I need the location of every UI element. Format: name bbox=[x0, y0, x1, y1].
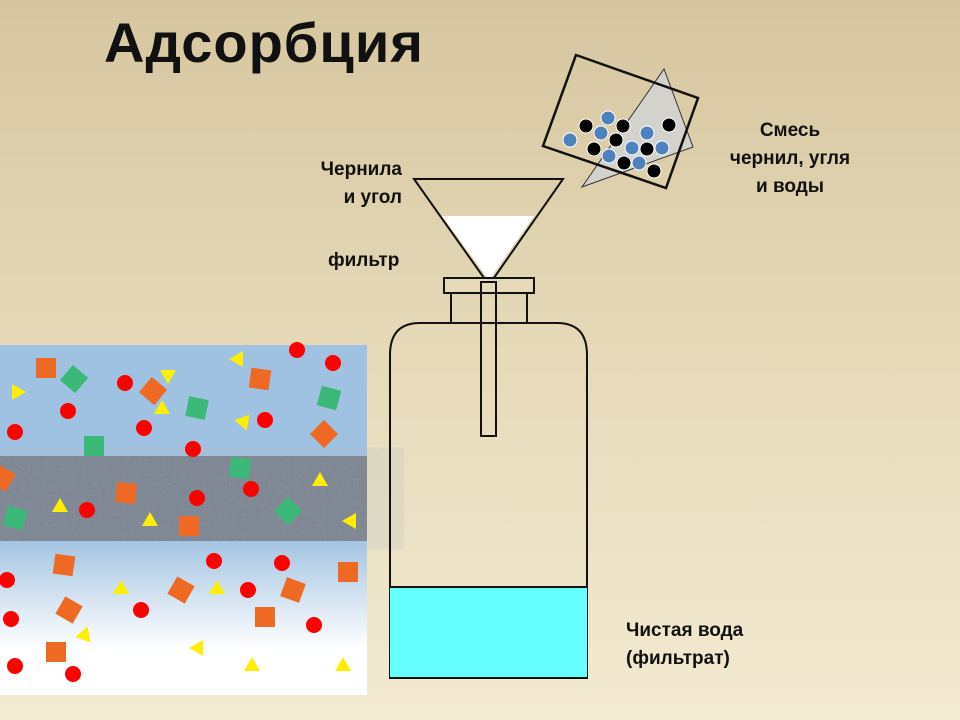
red-particle bbox=[289, 342, 305, 358]
yellow-particle bbox=[312, 472, 328, 486]
layers-panel bbox=[0, 342, 367, 695]
yellow-particle bbox=[160, 370, 176, 384]
red-particle bbox=[7, 658, 23, 674]
yellow-particle bbox=[113, 580, 129, 594]
ink-particle bbox=[654, 140, 670, 156]
square-particle bbox=[84, 436, 104, 456]
red-particle bbox=[133, 602, 149, 618]
mixture-box bbox=[541, 53, 700, 190]
yellow-particle bbox=[229, 351, 243, 367]
coal-particle bbox=[616, 155, 632, 171]
label-line: Смесь bbox=[759, 120, 821, 141]
red-particle bbox=[240, 582, 256, 598]
square-particle bbox=[280, 577, 306, 603]
yellow-particle bbox=[244, 657, 260, 671]
red-particle bbox=[136, 420, 152, 436]
ink-particle bbox=[639, 125, 655, 141]
label-ink-and-coal: Чернила и угол bbox=[302, 156, 402, 212]
square-particle bbox=[52, 553, 76, 577]
label-mixture: Смесь чернил, угля и воды bbox=[705, 117, 875, 201]
label-filter: фильтр bbox=[328, 250, 400, 271]
ink-particle bbox=[562, 132, 578, 148]
coal-particle bbox=[639, 141, 655, 157]
label-line: Чернила bbox=[320, 159, 402, 180]
ink-particle bbox=[631, 155, 647, 171]
coal-particle bbox=[608, 132, 624, 148]
coal-particle bbox=[615, 118, 631, 134]
coal-particle bbox=[646, 163, 662, 179]
square-particle bbox=[36, 358, 56, 378]
square-particle bbox=[167, 576, 195, 604]
yellow-particle bbox=[75, 626, 91, 643]
square-particle bbox=[273, 496, 303, 526]
ink-particle bbox=[600, 110, 616, 126]
square-particle bbox=[55, 596, 83, 624]
mixture-frame bbox=[541, 53, 700, 190]
red-particle bbox=[7, 424, 23, 440]
red-particle bbox=[206, 553, 222, 569]
yellow-particle bbox=[342, 513, 356, 529]
ink-particle bbox=[593, 125, 609, 141]
label-line: и воды bbox=[755, 176, 825, 197]
ink-particle bbox=[601, 148, 617, 164]
water-layer-top bbox=[0, 345, 367, 456]
red-particle bbox=[117, 375, 133, 391]
filter-paper bbox=[442, 216, 534, 280]
red-particle bbox=[325, 355, 341, 371]
square-particle bbox=[0, 464, 16, 492]
red-particle bbox=[79, 502, 95, 518]
red-particle bbox=[306, 617, 322, 633]
yellow-particle bbox=[209, 580, 225, 594]
square-particle bbox=[338, 562, 358, 582]
square-particle bbox=[46, 642, 66, 662]
square-particle bbox=[115, 482, 137, 504]
red-particle bbox=[60, 403, 76, 419]
square-particle bbox=[248, 367, 272, 391]
page-title: Адсорбция bbox=[104, 11, 424, 74]
red-particle bbox=[257, 412, 273, 428]
yellow-particle bbox=[142, 512, 158, 526]
square-particle bbox=[309, 419, 339, 449]
coal-particle bbox=[578, 118, 594, 134]
yellow-particle bbox=[189, 640, 203, 656]
label-clean-water: Чистая вода (фильтрат) bbox=[626, 617, 743, 673]
label-line: Чистая вода bbox=[626, 620, 744, 641]
yellow-particle bbox=[154, 400, 170, 414]
red-particle bbox=[0, 572, 15, 588]
ink-particle bbox=[624, 140, 640, 156]
label-line: и угол bbox=[343, 187, 402, 208]
yellow-particle bbox=[234, 414, 250, 431]
label-line: (фильтрат) bbox=[626, 648, 730, 669]
yellow-particle bbox=[12, 384, 26, 400]
red-particle bbox=[243, 481, 259, 497]
square-particle bbox=[316, 385, 342, 411]
coal-particle bbox=[586, 141, 602, 157]
bottle bbox=[389, 277, 588, 679]
square-particle bbox=[138, 376, 168, 406]
square-particle bbox=[2, 505, 28, 531]
square-particle bbox=[179, 516, 199, 536]
coal-particle bbox=[661, 117, 677, 133]
yellow-particle bbox=[335, 657, 351, 671]
red-particle bbox=[189, 490, 205, 506]
red-particle bbox=[3, 611, 19, 627]
yellow-particle bbox=[52, 498, 68, 512]
label-line: чернил, угля bbox=[729, 148, 851, 169]
square-particle bbox=[185, 396, 209, 420]
red-particle bbox=[274, 555, 290, 571]
funnel bbox=[412, 178, 565, 287]
red-particle bbox=[65, 666, 81, 682]
square-particle bbox=[255, 607, 275, 627]
filtrate-water bbox=[390, 587, 587, 677]
square-particle bbox=[228, 456, 252, 480]
red-particle bbox=[185, 441, 201, 457]
square-particle bbox=[59, 364, 89, 394]
